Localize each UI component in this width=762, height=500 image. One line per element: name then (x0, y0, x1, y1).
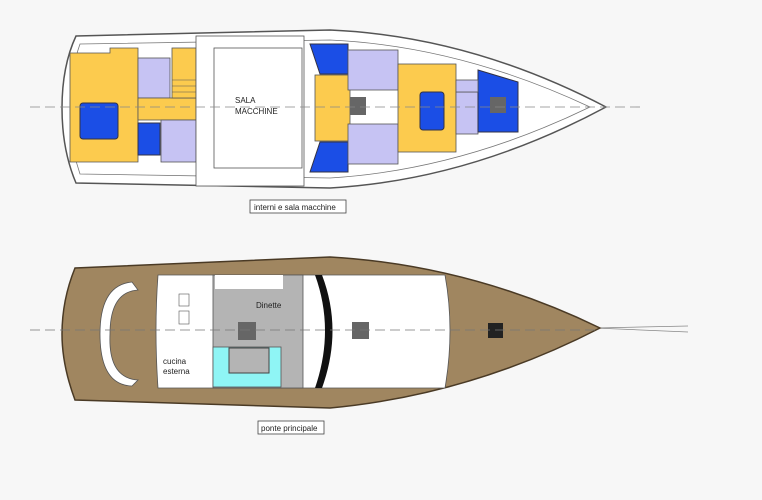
mid-hatch (350, 97, 366, 115)
fwd-bath (455, 91, 479, 135)
bowsprit-line-top (594, 325, 689, 329)
fwd-deck-hatch (352, 322, 369, 339)
aft-helm-seat (99, 281, 139, 387)
corridor-aft (137, 97, 197, 121)
windscreen (315, 275, 333, 388)
stair-aft (171, 47, 197, 99)
deck-caption: ponte principale (261, 424, 318, 433)
aft-berth (79, 102, 119, 140)
dinette-hatch (238, 322, 256, 340)
dinette-label: Dinette (256, 301, 282, 310)
mid-bath-bottom (347, 123, 399, 165)
interior-plan: SALA MACCHINE interni e sala macchine (30, 29, 640, 214)
mid-bath-top (347, 49, 399, 91)
aft-bath-2 (160, 119, 197, 163)
engine-room-label: SALA (235, 96, 256, 105)
sink (178, 310, 190, 325)
engine-room-label-2: MACCHINE (235, 107, 278, 116)
mid-berth-bottom (309, 141, 349, 173)
interior-caption-box (249, 199, 347, 214)
mid-corridor (314, 74, 351, 142)
cooktop-icon (178, 293, 190, 307)
mid-cabin-berth (419, 91, 445, 131)
kitchen-label: cucina (163, 357, 187, 366)
dinette-table (228, 347, 270, 374)
aft-bath (137, 57, 171, 99)
deck-plan: cucina esterna Dinette ponte principale (30, 256, 689, 435)
deck-caption-box (257, 420, 325, 435)
bowsprit-line-bottom (594, 327, 689, 333)
bow-hatch (488, 323, 503, 338)
interior-caption: interni e sala macchine (254, 203, 336, 212)
aft-small-berth (137, 122, 161, 156)
fwd-hatch (490, 97, 506, 113)
kitchen-label-2: esterna (163, 367, 190, 376)
